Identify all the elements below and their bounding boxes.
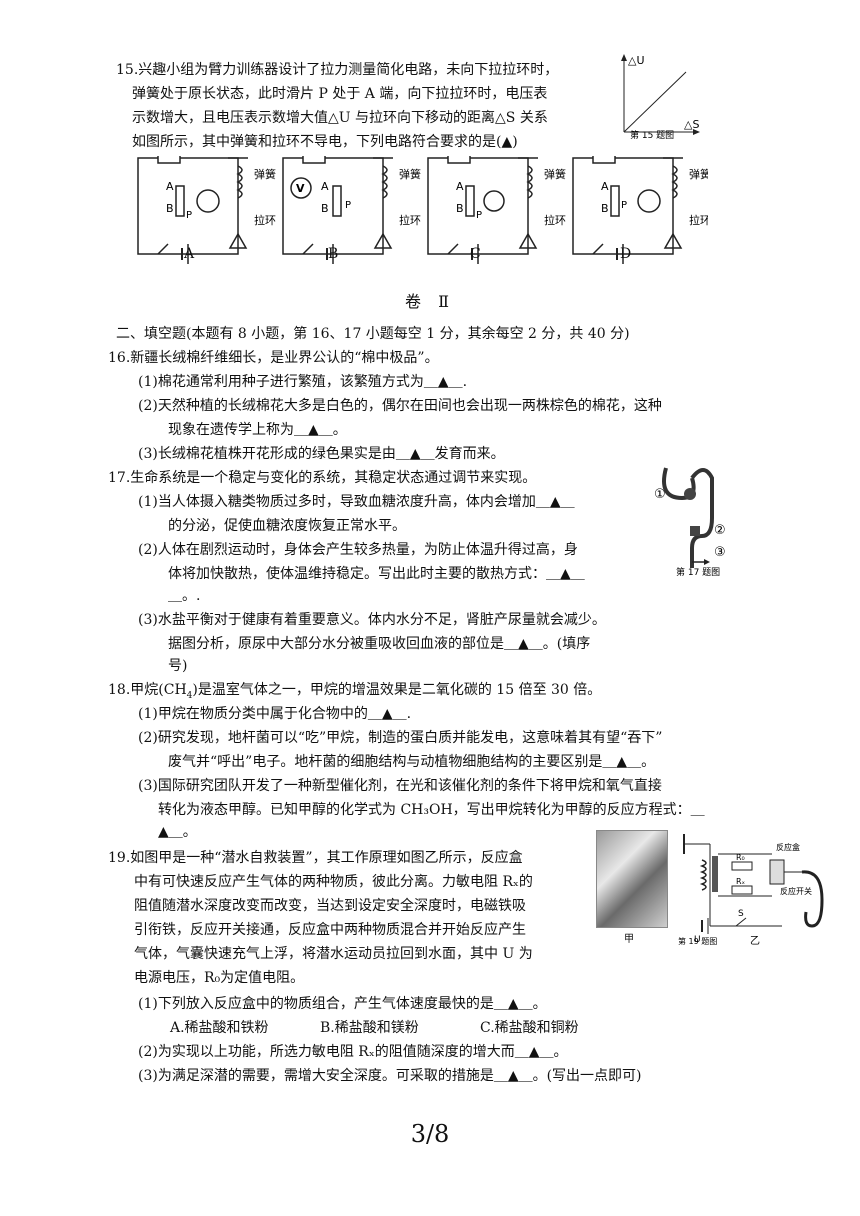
b-label-p: P xyxy=(345,200,351,211)
q19-option-a: A.稀盐酸和铁粉 xyxy=(170,1020,269,1036)
q16-line-2: (2)天然种植的长绒棉花大多是白色的，偶尔在田间也会出现一两株棕色的棉花，这种 xyxy=(138,398,662,414)
q15-graph-ylabel: △U xyxy=(628,54,645,67)
d-ring: 拉环 xyxy=(689,213,708,227)
q19-option-c: C.稀盐酸和铜粉 xyxy=(480,1020,579,1036)
q19-label-yi: 乙 xyxy=(750,935,760,947)
q15-line-3: 示数增大，且电压表示数增大值△U 与拉环向下移动的距离△S 关系 xyxy=(132,110,548,126)
q18-line-2: (2)研究发现，地杆菌可以“吃”甲烷，制造的蛋白质并能发电，这意味着其有望“吞下… xyxy=(138,730,663,746)
q19-sub-3: (3)为满足深潜的需要，需增大安全深度。可采取的措施是＿▲＿。(写出一点即可) xyxy=(138,1068,642,1084)
q17-stem: 17.生命系统是一个稳定与变化的系统，其稳定状态通过调节来实现。 xyxy=(108,470,537,486)
a-label-a: A xyxy=(166,180,174,193)
b-ring: 拉环 xyxy=(399,213,421,227)
c-spring: 弹簧 xyxy=(544,167,566,181)
q19-line-1: 19.如图甲是一种“潜水自救装置”，其工作原理如图乙所示，反应盒 xyxy=(108,850,523,866)
c-label-p: P xyxy=(476,210,482,221)
q19-switch-label: 反应开关 xyxy=(780,886,812,896)
q19-sub-1: (1)下列放入反应盒中的物质组合，产生气体速度最快的是＿▲＿。 xyxy=(138,996,547,1012)
q17-line-4: 体将加快散热，使体温维持稳定。写出此时主要的散热方式：＿▲＿ xyxy=(168,566,585,582)
a-ring: 拉环 xyxy=(254,213,276,227)
q15-option-b: B xyxy=(328,246,339,262)
q15-option-c: C xyxy=(470,246,481,262)
q15-line-2: 弹簧处于原长状态，此时滑片 P 处于 A 端，向下拉拉环时，电压表 xyxy=(132,86,548,102)
b-label-v: V xyxy=(296,182,305,195)
b-label-a: A xyxy=(321,180,329,193)
q19-line-2: 中有可快速反应产生气体的两种物质，彼此分离。力敏电阻 Rₓ的 xyxy=(134,874,533,890)
page-number: 3/8 xyxy=(410,1120,450,1148)
q19-sub-2: (2)为实现以上功能，所选力敏电阻 Rₓ的阻值随深度的增大而＿▲＿。 xyxy=(138,1044,568,1060)
circuit-b: V A B P 弹簧 拉环 xyxy=(282,156,421,264)
q17-line-6: (3)水盐平衡对于健康有着重要意义。体内水分不足，肾脏产尿量就会减少。 xyxy=(138,612,606,628)
c-label-a: A xyxy=(456,180,464,193)
q18-line-6: ▲＿。 xyxy=(158,824,197,840)
q18-line-5: 转化为液态甲醇。已知甲醇的化学式为 CH₃OH，写出甲烷转化为甲醇的反应方程式：… xyxy=(158,802,705,818)
q19-option-b: B.稀盐酸和镁粉 xyxy=(320,1020,419,1036)
q16-stem: 16.新疆长绒棉纤维细长，是业界公认的“棉中极品”。 xyxy=(108,350,439,366)
a-label-p: P xyxy=(186,210,192,221)
c-ring: 拉环 xyxy=(544,213,566,227)
q19-r0: R₀ xyxy=(736,853,745,862)
q18-stem: 18.甲烷(CH4)是温室气体之一，甲烷的增温效果是二氧化碳的 15 倍至 30… xyxy=(108,682,602,701)
d-spring: 弹簧 xyxy=(689,167,708,181)
q17-figure: ① ② ③ 第 17 题图 xyxy=(654,467,726,578)
q19-figure-yi: R₀ Rₓ 反应盒 反应开关 U S 第 19 题图 乙 xyxy=(678,834,824,947)
q18-line-1: (1)甲烷在物质分类中属于化合物中的＿▲＿. xyxy=(138,706,412,722)
q19-rx: Rₓ xyxy=(736,877,746,886)
q15-line-1: 15.兴趣小组为臂力训练器设计了拉力测量简化电路，未向下拉拉环时， xyxy=(116,62,559,78)
q15-graph-xlabel: △S xyxy=(684,118,699,131)
q15-graph: △U △S 第 15 题图 xyxy=(621,54,700,140)
q19-photo-jia xyxy=(596,830,668,928)
q19-s: S xyxy=(738,909,744,919)
circuit-c: A B P 弹簧 拉环 xyxy=(427,156,566,264)
section-heading: 二、填空题(本题有 8 小题，第 16、17 小题每空 1 分，其余每空 2 分… xyxy=(116,326,630,342)
q15-line-4: 如图所示，其中弹簧和拉环不导电，下列电路符合要求的是(▲) xyxy=(132,134,518,150)
q17-line-2: 的分泌，促使血糖浓度恢复正常水平。 xyxy=(168,518,406,534)
d-label-b: B xyxy=(601,202,609,215)
c-label-b: B xyxy=(456,202,464,215)
q17-label-3: ③ xyxy=(714,545,726,560)
circuit-d: A B P 弹簧 拉环 xyxy=(572,156,708,264)
q15-option-a: A xyxy=(184,246,195,262)
a-spring: 弹簧 xyxy=(254,167,276,181)
q19-box-label: 反应盒 xyxy=(776,842,800,852)
q17-line-1: (1)当人体摄入糖类物质过多时，导致血糖浓度升高，体内会增加＿▲＿ xyxy=(138,494,575,510)
circuit-a: A B P 弹簧 拉环 xyxy=(137,156,276,264)
q17-caption: 第 17 题图 xyxy=(676,566,720,578)
q17-line-8: 号) xyxy=(168,658,188,674)
q16-line-4: (3)长绒棉花植株开花形成的绿色果实是由＿▲＿发育而来。 xyxy=(138,446,505,462)
q18-line-3: 废气并“呼出”电子。地杆菌的细胞结构与动植物细胞结构的主要区别是＿▲＿。 xyxy=(168,754,656,770)
q15-option-d: D xyxy=(620,246,632,262)
d-label-a: A xyxy=(601,180,609,193)
d-label-p: P xyxy=(621,200,627,211)
b-label-b: B xyxy=(321,202,329,215)
q16-line-1: (1)棉花通常利用种子进行繁殖，该繁殖方式为＿▲＿. xyxy=(138,374,468,390)
q19-caption: 第 19 题图 xyxy=(678,936,717,946)
q17-label-1: ① xyxy=(654,487,666,502)
section-title: 卷 Ⅱ xyxy=(405,292,455,311)
q15-circuits: A B P 弹簧 拉环 V A B P 弹簧 拉环 A B P xyxy=(137,156,708,264)
b-spring: 弹簧 xyxy=(399,167,421,181)
a-label-b: B xyxy=(166,202,174,215)
q19-line-5: 气体，气囊快速充气上浮，将潜水运动员拉回到水面，其中 U 为 xyxy=(134,946,533,962)
q19-label-jia: 甲 xyxy=(624,934,634,945)
q19-u: U xyxy=(694,935,701,945)
q15-graph-caption: 第 15 题图 xyxy=(630,129,674,140)
q19-line-6: 电源电压，R₀为定值电阻。 xyxy=(134,970,305,986)
q17-label-2: ② xyxy=(714,523,726,538)
q19-line-4: 引衔铁，反应开关接通，反应盒中两种物质混合并开始反应产生 xyxy=(134,922,526,938)
q19-line-3: 阻值随潜水深度改变而改变，当达到设定安全深度时，电磁铁吸 xyxy=(134,898,526,914)
q17-line-3: (2)人体在剧烈运动时，身体会产生较多热量，为防止体温升得过高，身 xyxy=(138,542,578,558)
q17-line-5: ＿。. xyxy=(168,588,201,604)
q16-line-3: 现象在遗传学上称为＿▲＿。 xyxy=(168,422,347,438)
q18-line-4: (3)国际研究团队开发了一种新型催化剂，在光和该催化剂的条件下将甲烷和氧气直接 xyxy=(138,778,662,794)
q17-line-7: 据图分析，原尿中大部分水分被重吸收回血液的部位是＿▲＿。(填序 xyxy=(168,636,591,652)
page-number-small: 3 xyxy=(427,1070,433,1079)
